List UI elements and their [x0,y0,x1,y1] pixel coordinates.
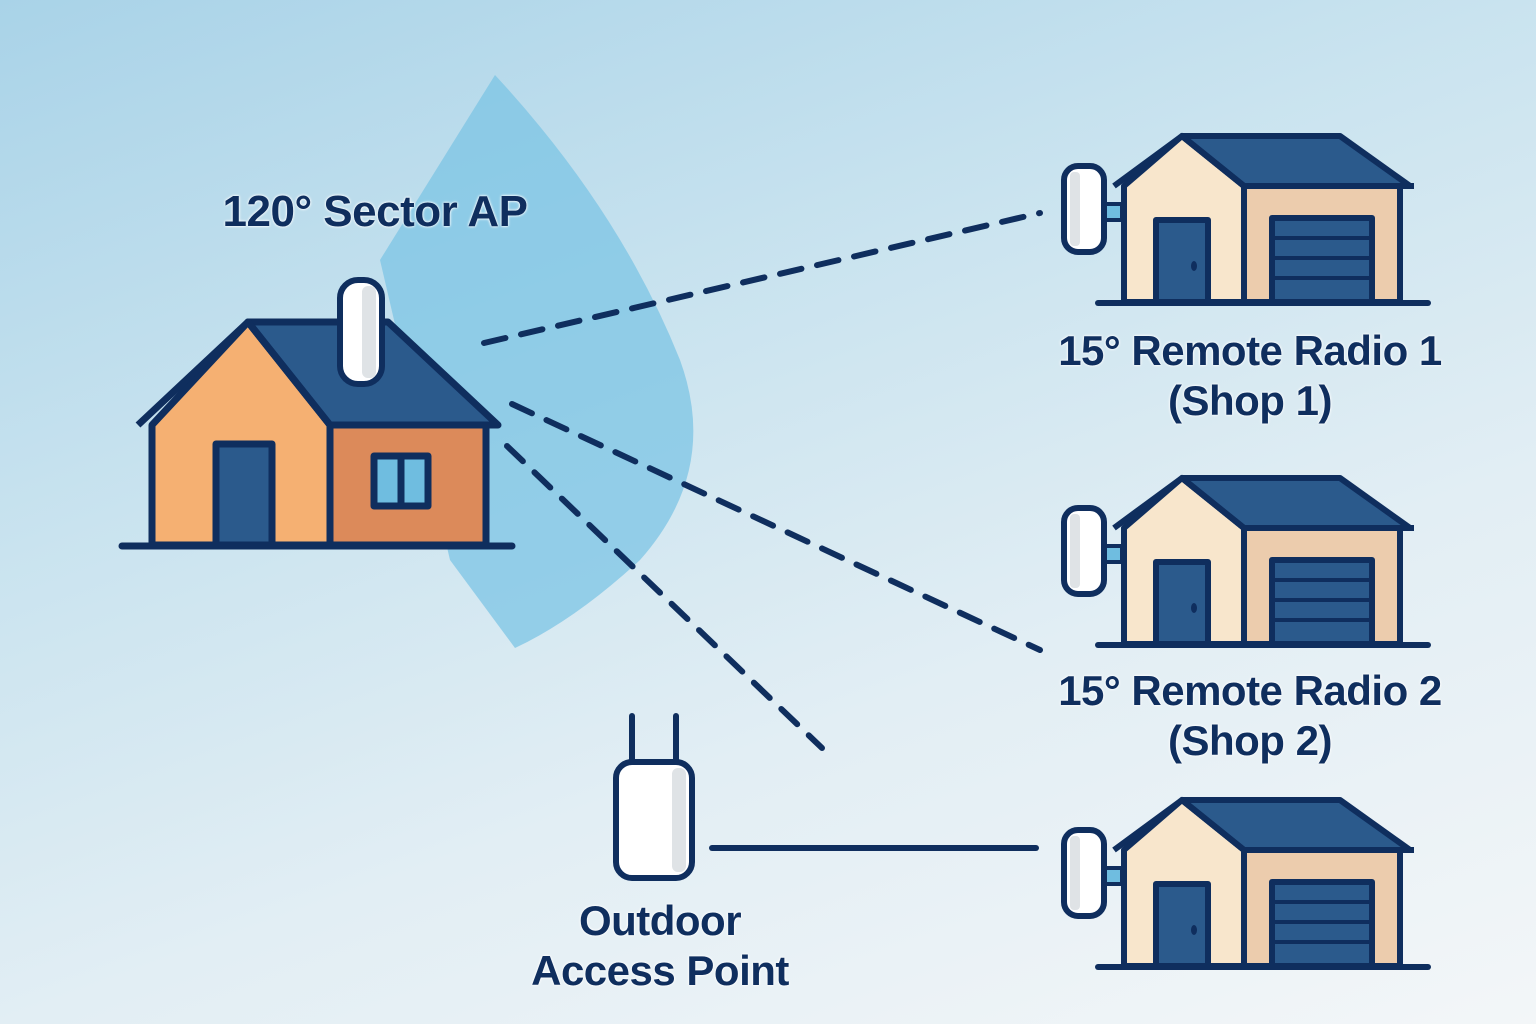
shop-1-door [1153,217,1211,305]
outdoor-ap-title: Outdoor [578,897,742,944]
main-house [118,318,516,550]
remote-radio-2-subtitle: (Shop 2) [1168,717,1332,765]
shop-2-door [1153,559,1211,647]
outdoor-ap-label: Outdoor Access Point [490,896,830,997]
remote-radio-2-title: 15° Remote Radio 2 [1058,667,1442,714]
outdoor-ap-subtitle: Access Point [531,947,789,995]
remote-radio-1-label: 15° Remote Radio 1 (Shop 1) [1020,326,1480,427]
shop-1-building [1061,133,1431,306]
link-sector-to-radio-1 [481,210,1043,346]
remote-radio-2-label: 15° Remote Radio 2 (Shop 2) [1020,666,1480,767]
door-knob-icon [1191,603,1197,613]
sector-ap-label: 120° Sector AP [222,187,528,236]
remote-radio-1-subtitle: (Shop 1) [1168,377,1332,425]
shop-3-door [1153,881,1211,969]
link-sector-to-radio-2 [509,401,1043,653]
outdoor-ap-device [613,713,695,881]
link-sector-to-outdoor-ap [504,443,825,751]
shop-2-building [1061,475,1431,648]
door-knob-icon [1191,925,1197,935]
main-house-door [212,440,276,549]
shop-3-building [1061,797,1431,970]
door-knob-icon [1191,261,1197,271]
remote-radio-1-title: 15° Remote Radio 1 [1058,327,1442,374]
